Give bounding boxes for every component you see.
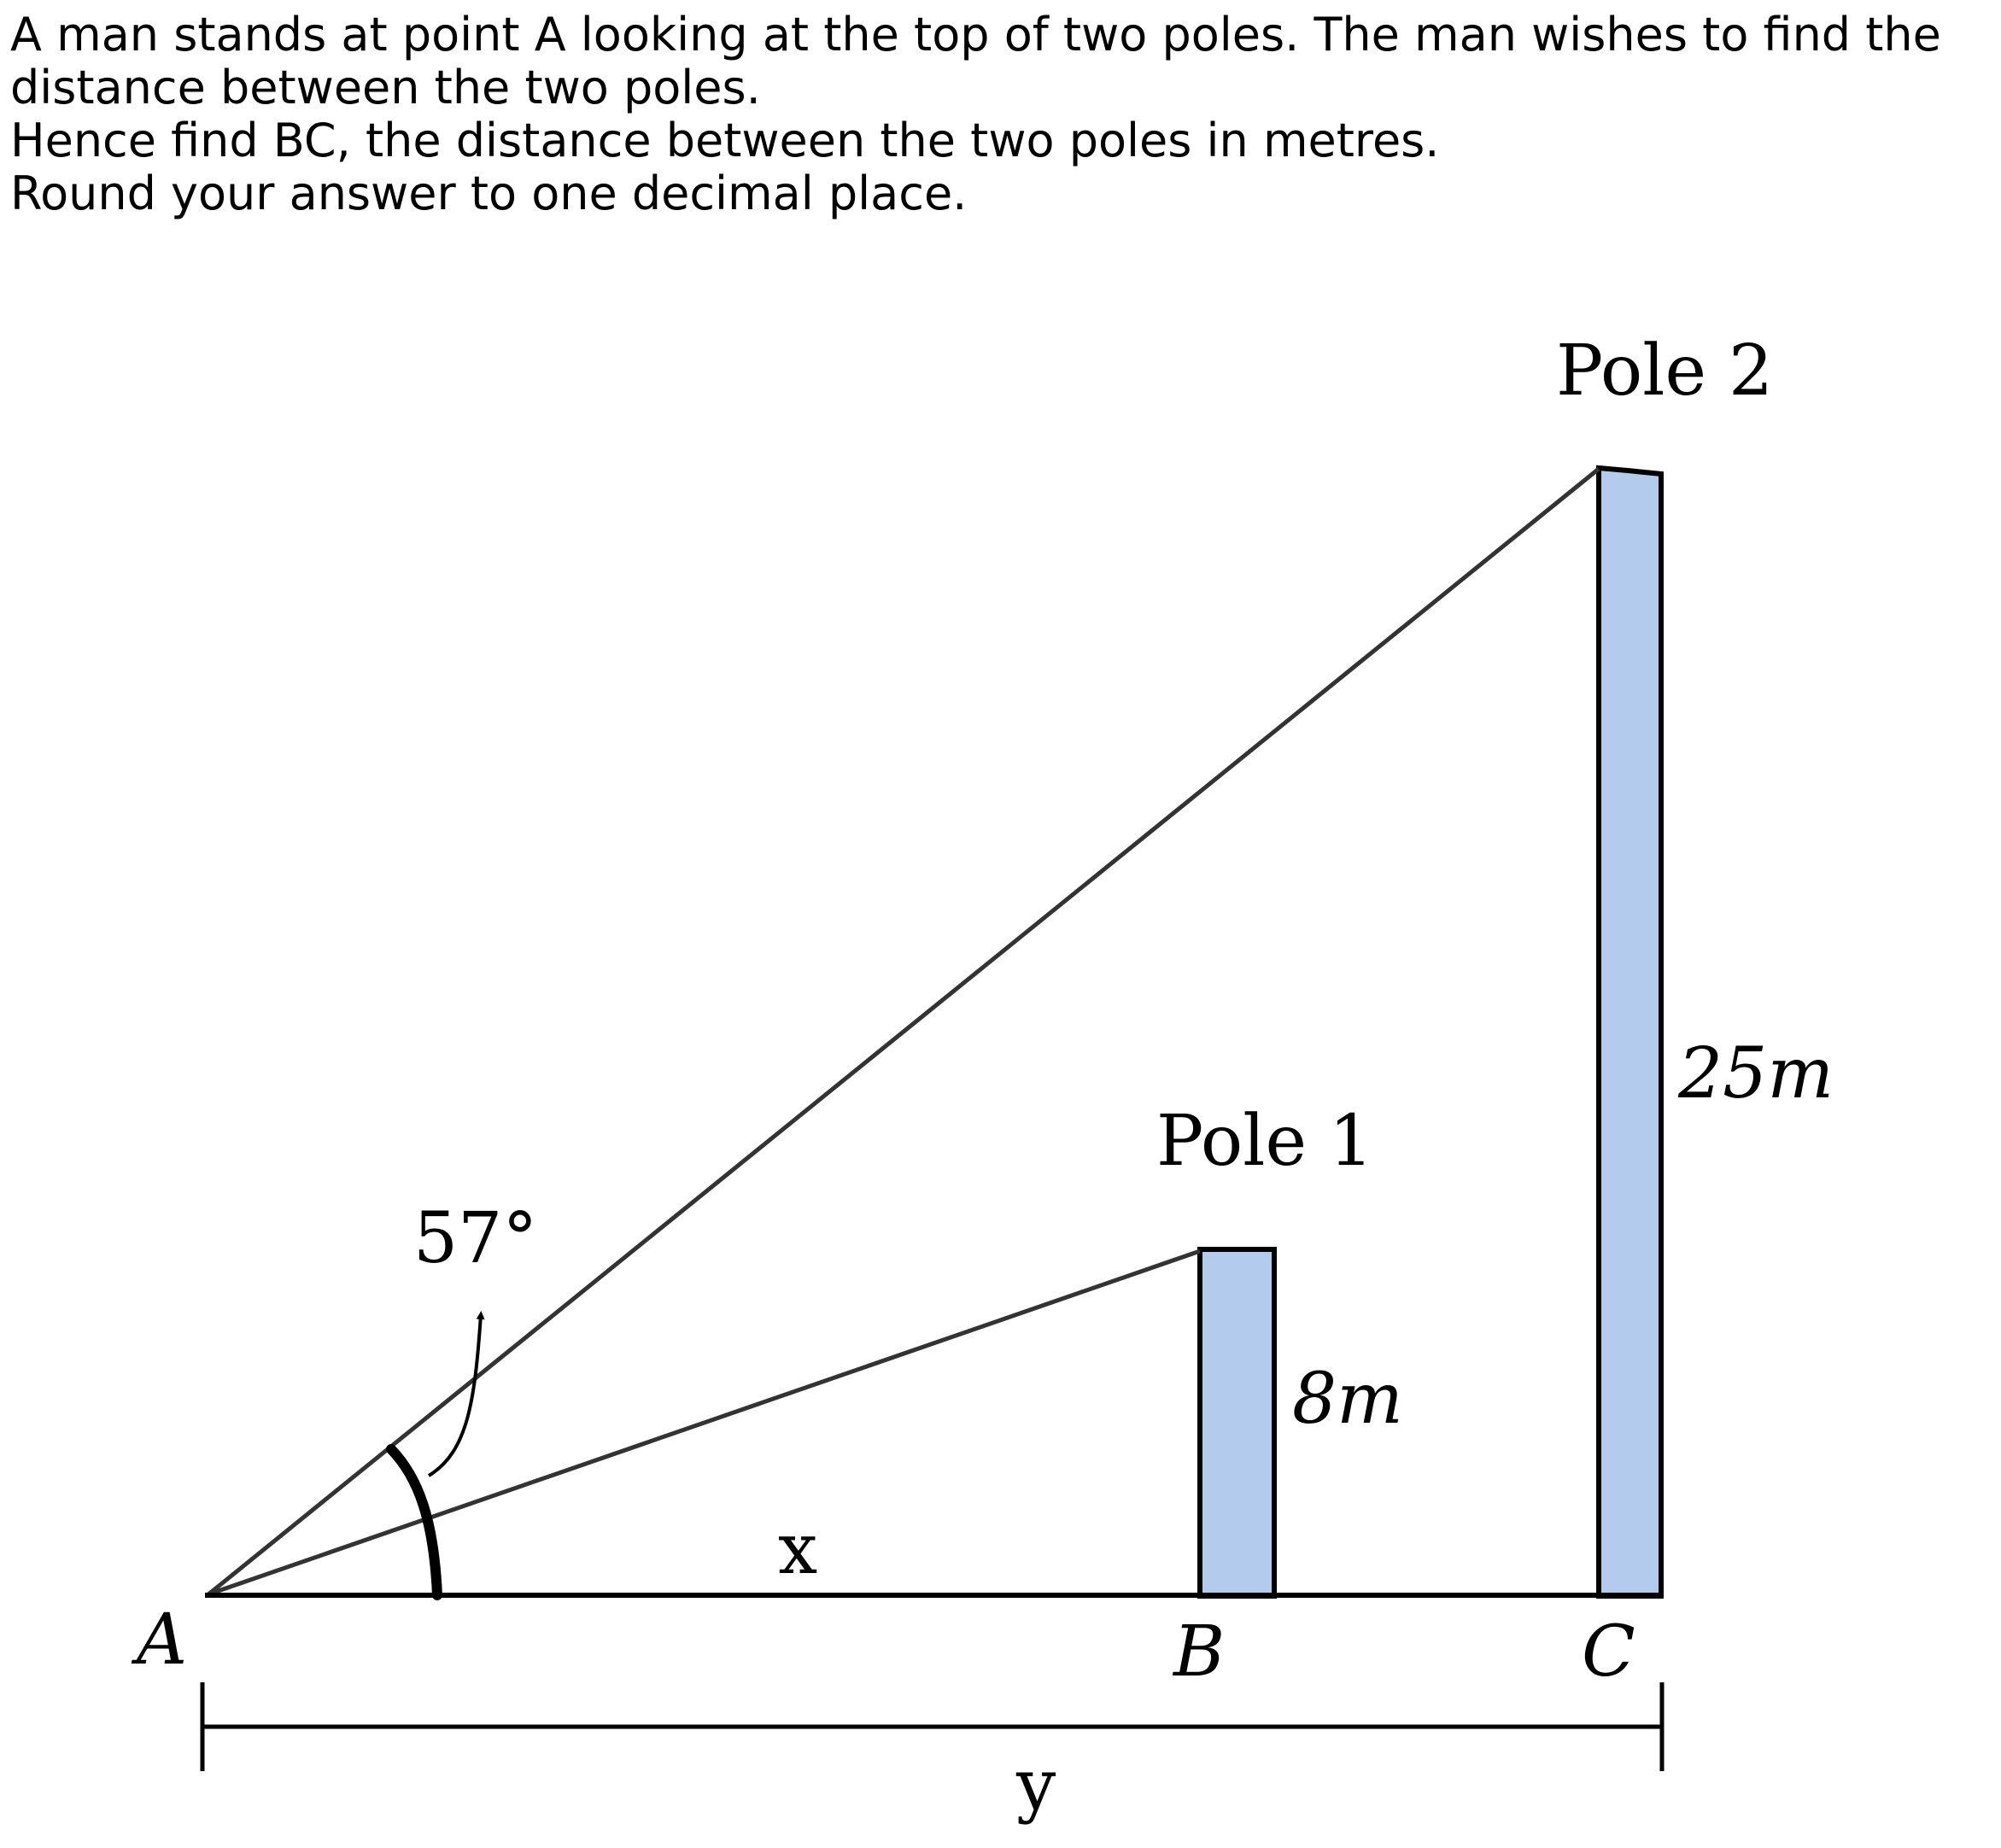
sight-line-pole-2 [207,467,1600,1596]
question-line-1: A man stands at point A looking at the t… [10,8,1941,61]
point-b-label: B [1172,1611,1225,1693]
angle-label: 57° [413,1198,537,1279]
sight-line-pole-1 [208,1249,1201,1597]
question-line-2: distance between the two poles. [10,61,761,114]
pole-2-label: Pole 2 [1556,330,1773,412]
pole-1-label: Pole 1 [1156,1101,1373,1182]
pole-2 [1596,465,1664,1599]
question-text: A man stands at point A looking at the t… [10,9,1992,220]
pole-2-height-label: 25m [1677,1033,1834,1114]
pole-1-height-label: 8m [1292,1359,1403,1440]
question-line-3: Hence find BC, the distance between the … [10,114,1440,167]
distance-y-label: y [1015,1745,1056,1826]
pole-1 [1197,1247,1277,1599]
distance-x-label: x [778,1509,817,1590]
angle-pointer-arrow [427,1311,485,1477]
question-line-4: Round your answer to one decimal place. [10,167,968,220]
point-c-label: C [1582,1611,1635,1693]
angle-arc [386,1444,442,1600]
point-a-label: A [131,1599,187,1681]
